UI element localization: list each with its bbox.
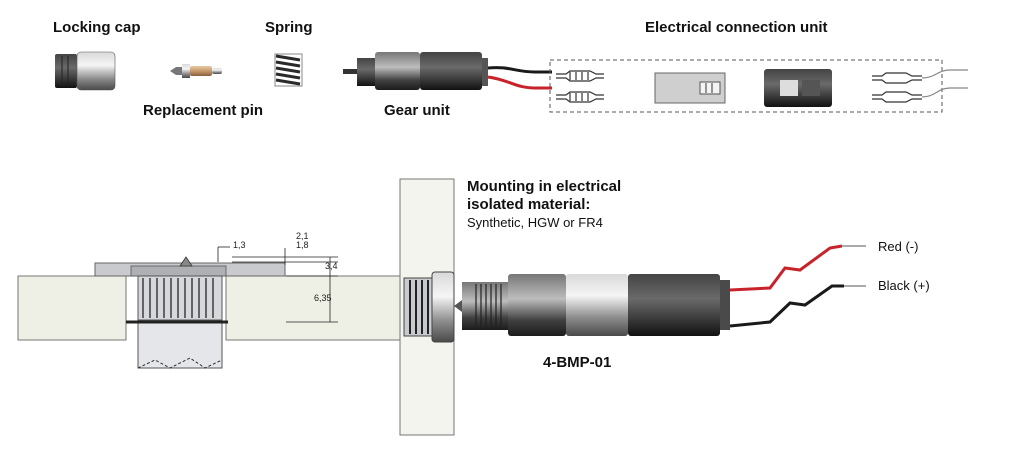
crimp-contacts-right <box>872 69 968 103</box>
black-wire-label: Black (+) <box>878 278 930 293</box>
locking-cap-illustration <box>55 51 116 91</box>
replacement-pin-illustration <box>170 64 222 78</box>
mounting-title-line1: Mounting in electrical <box>467 178 622 195</box>
dimension-3-4: 3,4 <box>325 261 338 271</box>
electrical-connection-box <box>549 59 943 113</box>
spring-illustration <box>274 53 303 87</box>
gear-unit-illustration <box>343 52 552 90</box>
cross-section-drawing <box>17 246 453 369</box>
mounting-assembly-drawing <box>399 178 866 436</box>
connector-housing-black <box>764 69 832 107</box>
dimension-1-8: 1,8 <box>296 240 309 250</box>
dimension-6-35: 6,35 <box>314 293 332 303</box>
model-label: 4-BMP-01 <box>543 354 612 371</box>
dimension-1-3: 1,3 <box>233 240 246 250</box>
crimp-contacts-left <box>556 70 604 103</box>
electrical-connection-unit-label: Electrical connection unit <box>645 19 828 36</box>
dimension-2-1: 2,1 <box>296 231 309 241</box>
replacement-pin-label: Replacement pin <box>143 102 264 119</box>
spring-label: Spring <box>265 19 313 36</box>
red-wire-label: Red (-) <box>878 239 919 254</box>
mounting-title-line2: isolated material: <box>467 196 591 213</box>
mounting-materials: Synthetic, HGW or FR4 <box>467 215 603 230</box>
connector-housing-grey <box>654 72 726 104</box>
locking-cap-label: Locking cap <box>53 19 141 36</box>
gear-unit-label: Gear unit <box>384 102 450 119</box>
